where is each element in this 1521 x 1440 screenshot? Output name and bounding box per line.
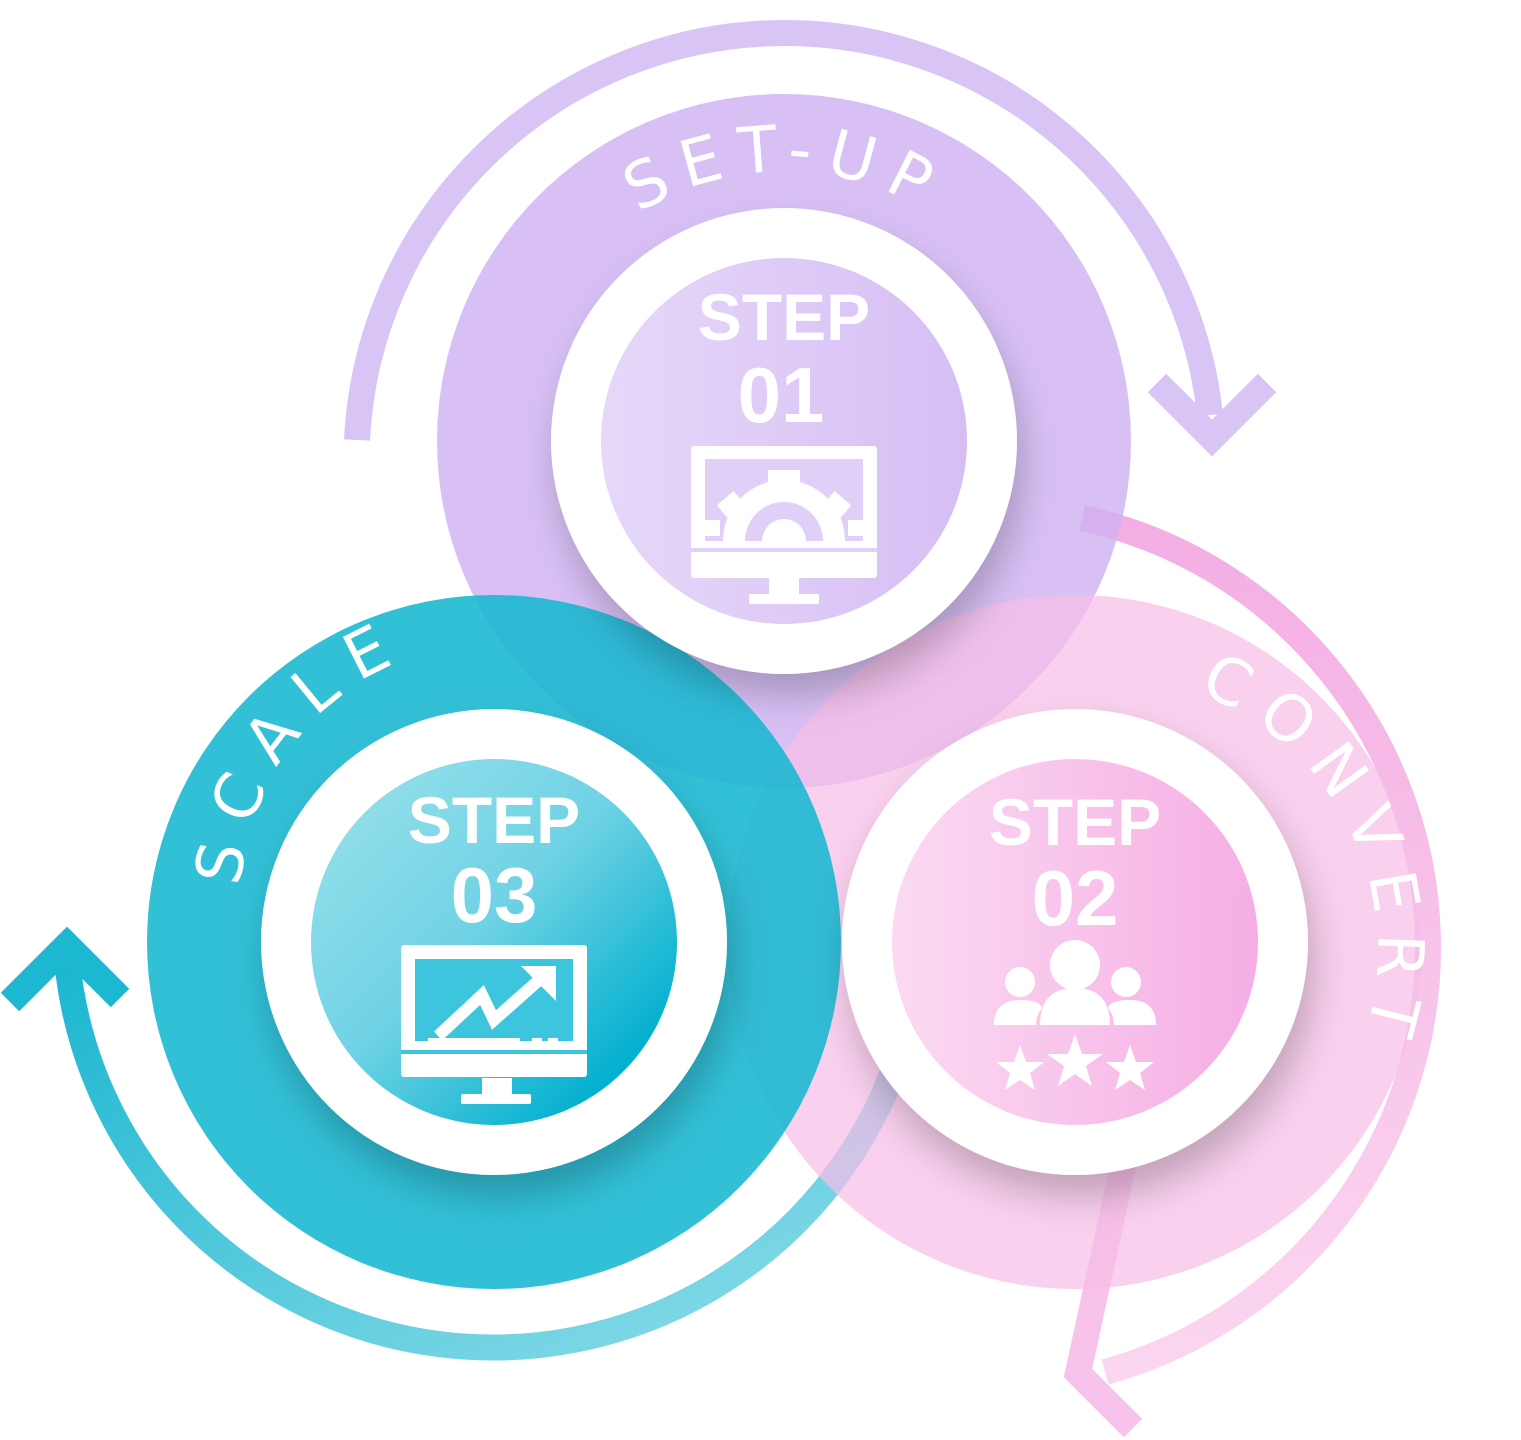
step-03-node: STEP 03 (261, 709, 727, 1175)
setup-cycle-arrow (344, 20, 1277, 457)
scale-cycle-arrow (0, 926, 906, 1361)
step-01-node: STEP 01 (551, 208, 1017, 674)
step-03-word: STEP (408, 783, 580, 857)
setup-arrowhead-icon (1147, 373, 1277, 457)
step-01-word: STEP (698, 280, 870, 354)
step-01-number: 01 (738, 351, 825, 439)
step-02-number: 02 (1032, 854, 1119, 942)
step-02-word: STEP (989, 785, 1161, 859)
step-02-node: STEP 02 (842, 709, 1308, 1175)
step-03-number: 03 (451, 851, 538, 939)
monitor-gear-icon (691, 446, 877, 604)
monitor-growth-icon (401, 945, 587, 1104)
scale-arrowhead-icon (0, 926, 130, 1012)
people-rating-icon (994, 940, 1156, 1090)
